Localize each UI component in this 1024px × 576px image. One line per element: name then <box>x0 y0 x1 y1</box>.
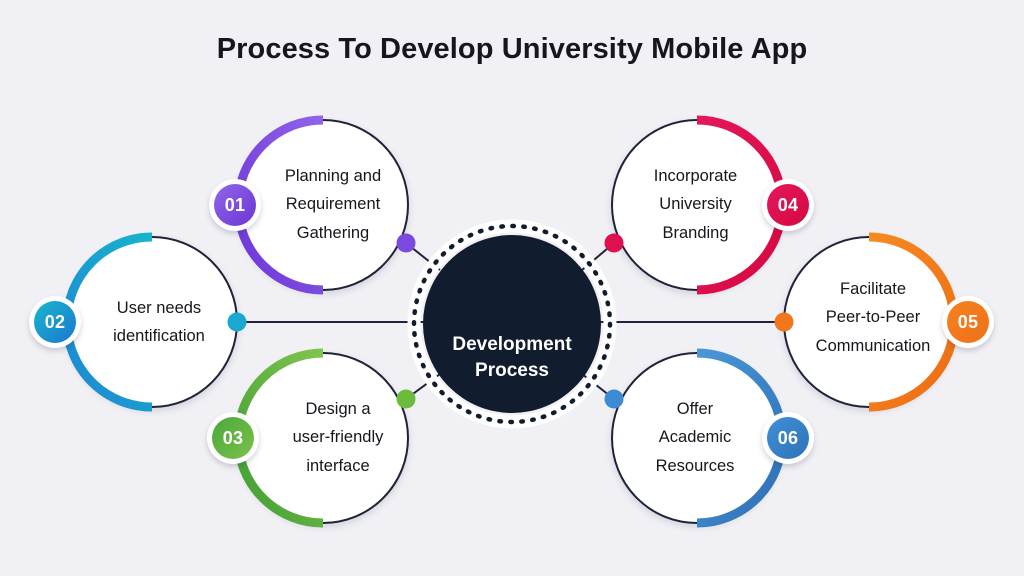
node-label-05: Facilitate Peer-to-Peer Communication <box>815 280 931 355</box>
page-title: Process To Develop University Mobile App <box>216 33 808 65</box>
node-ring-05 <box>783 232 959 412</box>
node-label-02: User needs identification <box>113 299 205 346</box>
connector-dot-06 <box>604 389 624 409</box>
node-label-06: Offer Academic Resources <box>655 400 735 475</box>
node-badge-01-number: 01 <box>214 184 256 226</box>
node-badge-01[interactable]: 01 <box>209 179 261 231</box>
connector-dot-01 <box>396 233 416 253</box>
connector-dot-05 <box>774 312 794 332</box>
connector-dot-02 <box>227 312 247 332</box>
node-ring-04 <box>611 115 787 295</box>
node-badge-05-number: 05 <box>947 301 989 343</box>
node-ring-02 <box>62 232 238 412</box>
node-ring-06 <box>611 348 787 528</box>
node-badge-04[interactable]: 04 <box>762 179 814 231</box>
center-hub: </> <box>423 235 601 413</box>
connector-dot-03 <box>396 389 416 409</box>
node-badge-06[interactable]: 06 <box>762 412 814 464</box>
connector-dot-04 <box>604 233 624 253</box>
node-ring-01 <box>233 115 409 295</box>
node-label-01: Planning and Requirement Gathering <box>284 167 382 242</box>
node-badge-03[interactable]: 03 <box>207 412 259 464</box>
node-badge-03-number: 03 <box>212 417 254 459</box>
node-label-04: Incorporate University Branding <box>653 167 738 242</box>
node-label-03: Design a user-friendly interface <box>292 400 384 475</box>
node-badge-04-number: 04 <box>767 184 809 226</box>
node-ring-03 <box>233 348 409 528</box>
node-badge-02[interactable]: 02 <box>29 296 81 348</box>
node-badge-02-number: 02 <box>34 301 76 343</box>
node-badge-06-number: 06 <box>767 417 809 459</box>
node-badge-05[interactable]: 05 <box>942 296 994 348</box>
